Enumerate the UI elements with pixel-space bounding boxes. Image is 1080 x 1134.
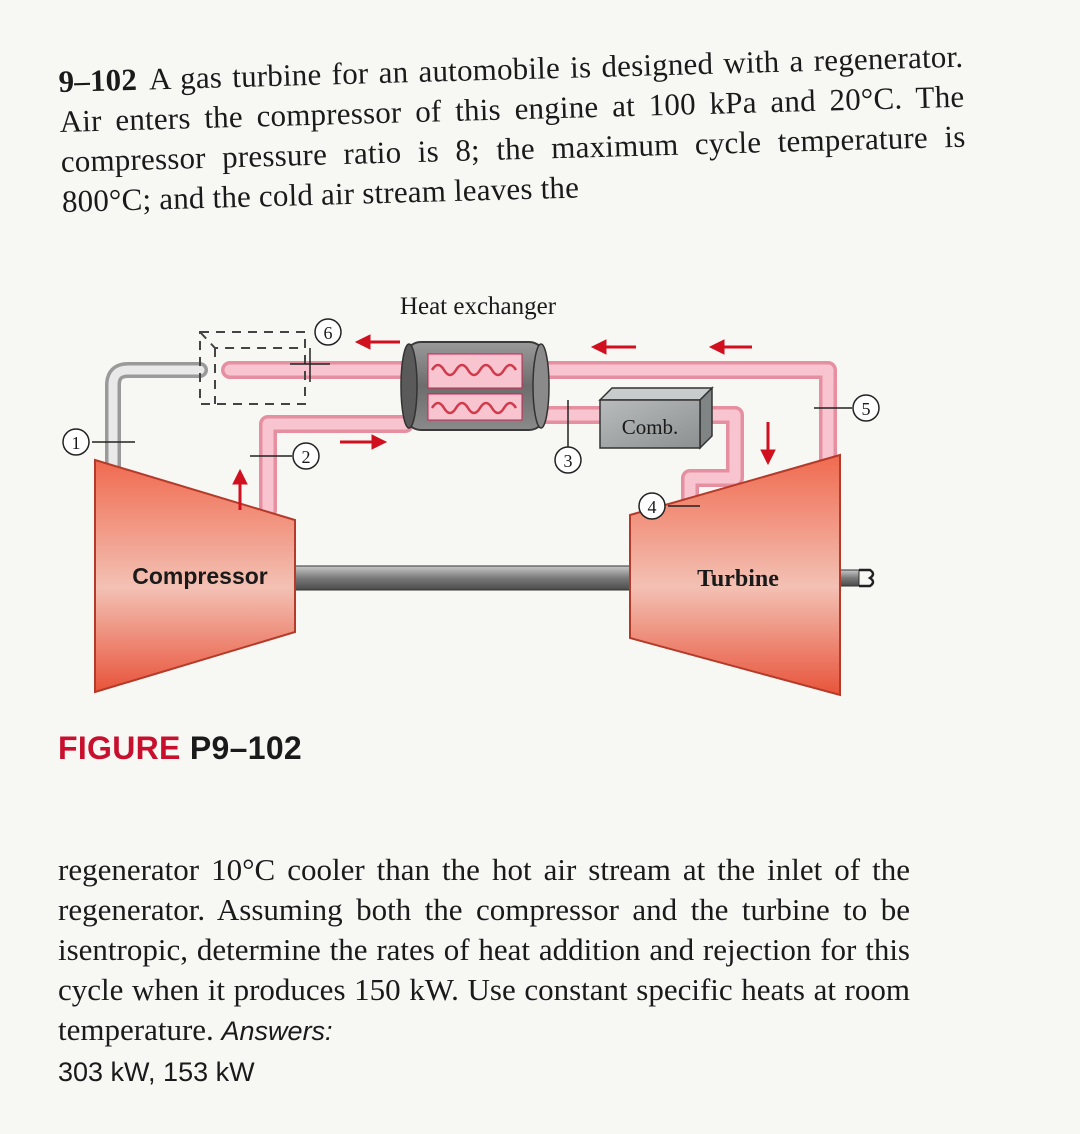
- state-4: 4: [638, 492, 666, 520]
- svg-text:2: 2: [302, 447, 311, 467]
- svg-text:1: 1: [72, 433, 81, 453]
- answers-label: Answers:: [221, 1016, 333, 1046]
- arrow-up-icon: [232, 468, 248, 510]
- pipes: [105, 361, 837, 531]
- arrow-left-icon: [708, 339, 752, 355]
- arrow-left-icon: [354, 334, 400, 350]
- state-1: 1: [62, 428, 90, 456]
- state-2: 2: [292, 442, 320, 470]
- state-markers: [92, 348, 852, 507]
- svg-text:6: 6: [324, 323, 333, 343]
- svg-text:3: 3: [564, 451, 573, 471]
- flow-arrows: [232, 334, 776, 510]
- problem-number: 9–102: [58, 61, 138, 99]
- svg-text:5: 5: [862, 399, 871, 419]
- svg-text:4: 4: [648, 497, 657, 517]
- heat-exchanger: [400, 341, 550, 431]
- answers-values: 303 kW, 153 kW: [58, 1057, 255, 1087]
- arrow-left-icon: [590, 339, 636, 355]
- problem-statement-bottom: regenerator 10°C cooler than the hot air…: [58, 850, 910, 1092]
- figure-caption: FIGURE P9–102: [58, 730, 303, 766]
- compressor-label: Compressor: [132, 563, 268, 589]
- combustor: Comb.: [598, 386, 714, 450]
- problem-text-top: A gas turbine for an automobile is desig…: [59, 38, 966, 219]
- heat-exchanger-label: Heat exchanger: [400, 293, 557, 320]
- exhaust-dashed-box: [199, 331, 306, 405]
- state-3: 3: [554, 446, 582, 474]
- state-5: 5: [852, 394, 880, 422]
- figure-regenerative-gas-turbine: Heat exchanger: [0, 270, 1080, 730]
- arrow-right-icon: [340, 434, 388, 450]
- problem-text-bottom: regenerator 10°C cooler than the hot air…: [58, 852, 910, 1047]
- combustor-label: Comb.: [622, 415, 679, 439]
- turbine-label: Turbine: [697, 566, 779, 592]
- compressor: Compressor: [94, 458, 296, 694]
- arrow-down-icon: [760, 422, 776, 466]
- turbine: Turbine: [629, 453, 841, 697]
- state-6: 6: [314, 318, 342, 346]
